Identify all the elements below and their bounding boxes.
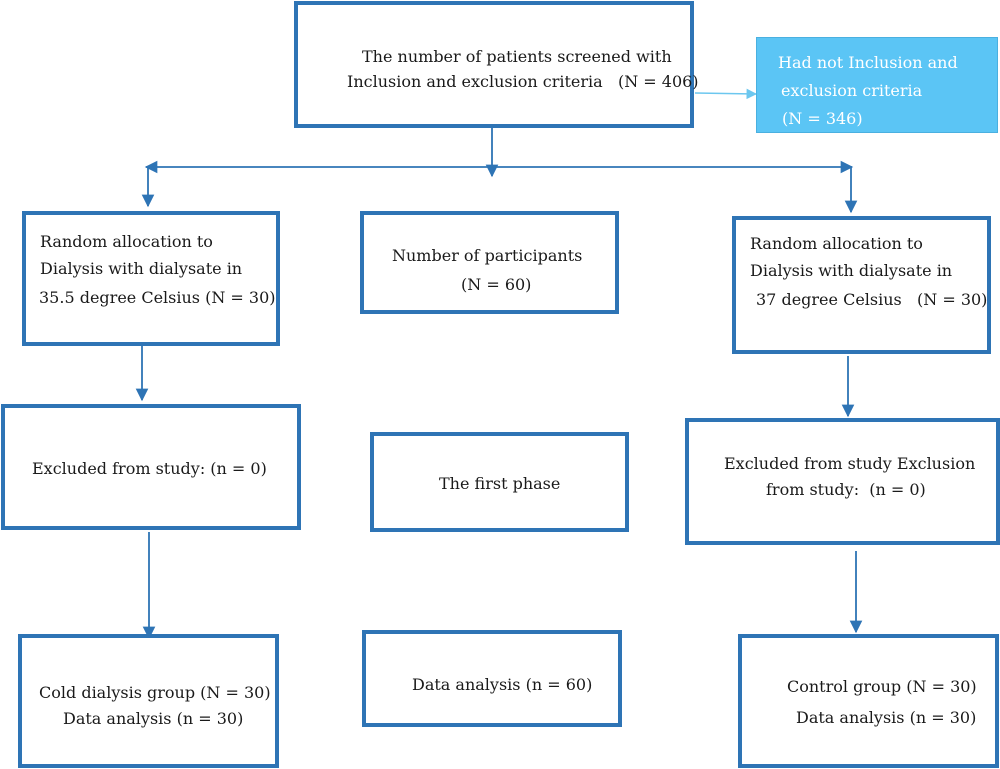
- right-allocation-line-3: 37 degree Celsius (N = 30): [756, 290, 988, 309]
- data-analysis-line-1: Data analysis (n = 60): [412, 675, 593, 694]
- arrow-to-not-included: [694, 88, 758, 100]
- participants-line-1: Number of participants: [392, 246, 583, 265]
- not-included-line-2: exclusion criteria: [781, 81, 923, 100]
- left-excluded-line-1: Excluded from study: (n = 0): [32, 459, 267, 478]
- right-excluded-line-1: Excluded from study Exclusion: [724, 454, 976, 473]
- cold-group-line-2: Data analysis (n = 30): [63, 709, 244, 728]
- right-excluded-line-2: from study: (n = 0): [766, 480, 926, 499]
- control-group-box: Control group (N = 30) Data analysis (n …: [738, 634, 999, 768]
- right-allocation-line-2: Dialysis with dialysate in: [750, 261, 953, 280]
- first-phase-box: The first phase: [370, 432, 629, 532]
- left-allocation-box: Random allocation to Dialysis with dialy…: [22, 211, 280, 346]
- right-allocation-box: Random allocation to Dialysis with dialy…: [732, 216, 991, 354]
- right-allocation-line-1: Random allocation to: [750, 234, 923, 253]
- first-phase-line-1: The first phase: [439, 474, 561, 493]
- not-included-box: Had not Inclusion and exclusion criteria…: [756, 37, 998, 133]
- left-allocation-line-3: 35.5 degree Celsius (N = 30): [39, 288, 276, 307]
- participants-line-2: (N = 60): [461, 275, 532, 294]
- left-allocation-line-2: Dialysis with dialysate in: [40, 259, 243, 278]
- not-included-line-3: (N = 346): [782, 109, 863, 128]
- screened-line-2: Inclusion and exclusion criteria (N = 40…: [347, 72, 699, 91]
- participants-box: Number of participants (N = 60): [360, 211, 619, 314]
- cold-group-line-1: Cold dialysis group (N = 30): [39, 683, 271, 702]
- not-included-line-1: Had not Inclusion and: [778, 53, 958, 72]
- data-analysis-box: Data analysis (n = 60): [362, 630, 622, 727]
- left-allocation-line-1: Random allocation to: [40, 232, 213, 251]
- control-group-line-2: Data analysis (n = 30): [796, 708, 977, 727]
- control-group-line-1: Control group (N = 30): [787, 677, 977, 696]
- cold-group-box: Cold dialysis group (N = 30) Data analys…: [18, 634, 279, 768]
- screened-box: The number of patients screened with Inc…: [294, 1, 699, 128]
- right-excluded-box: Excluded from study Exclusion from study…: [685, 418, 1000, 545]
- left-excluded-box: Excluded from study: (n = 0): [1, 404, 301, 530]
- screened-line-1: The number of patients screened with: [362, 47, 672, 66]
